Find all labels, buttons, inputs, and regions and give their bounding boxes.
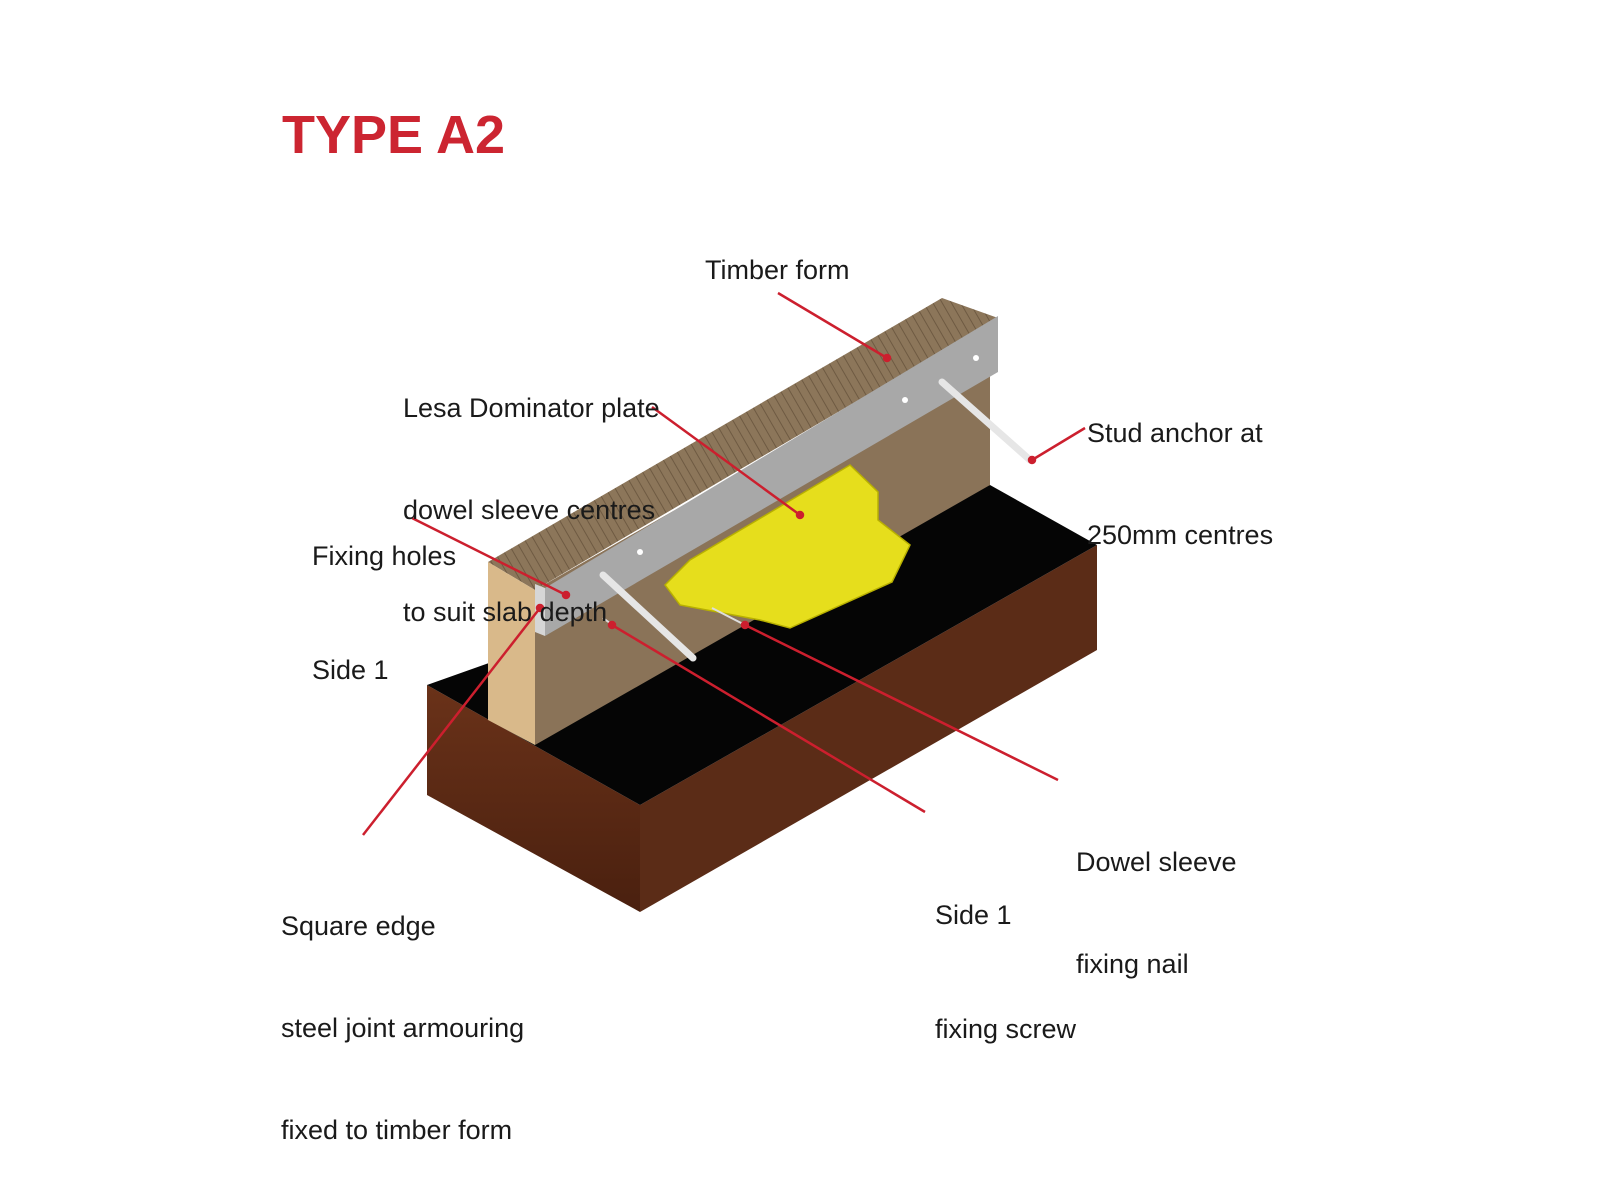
leader-lines [362, 291, 1086, 836]
joint-diagram [362, 291, 1097, 912]
label-line: dowel sleeve centres [403, 495, 656, 525]
label-line: fixing nail [1076, 949, 1189, 979]
label-line: Fixing holes [312, 541, 457, 571]
label-line: Square edge [281, 911, 436, 941]
label-line: Dowel sleeve [1076, 847, 1237, 877]
label-line: steel joint armouring [281, 1013, 525, 1043]
stud-anchors [599, 378, 1034, 662]
label-timber-form: Timber form [705, 255, 850, 285]
concrete-base [427, 485, 1097, 912]
diagram-title: TYPE A2 [282, 105, 506, 165]
dowel-plate [664, 464, 911, 629]
label-line: 250mm centres [1087, 520, 1274, 550]
label-line: fixed to timber form [281, 1115, 513, 1145]
label-fixing-holes: Fixing holes Side 1 [312, 461, 456, 727]
label-line: to suit slab depth [403, 597, 608, 627]
label-fixing-screw: Side 1 fixing screw [935, 820, 1076, 1086]
label-line: Stud anchor at [1087, 418, 1263, 448]
label-line: Lesa Dominator plate [403, 393, 660, 423]
label-line: Side 1 [935, 900, 1012, 930]
label-dowel-nail: Dowel sleeve fixing nail [1076, 777, 1237, 1015]
label-lesa-plate: Lesa Dominator plate dowel sleeve centre… [403, 323, 660, 663]
label-line: fixing screw [935, 1014, 1077, 1044]
label-square-edge: Square edge steel joint armouring fixed … [281, 841, 524, 1181]
label-line: Side 1 [312, 655, 389, 685]
label-stud-anchor: Stud anchor at 250mm centres [1087, 348, 1273, 586]
steel-joint-armouring [535, 316, 998, 636]
